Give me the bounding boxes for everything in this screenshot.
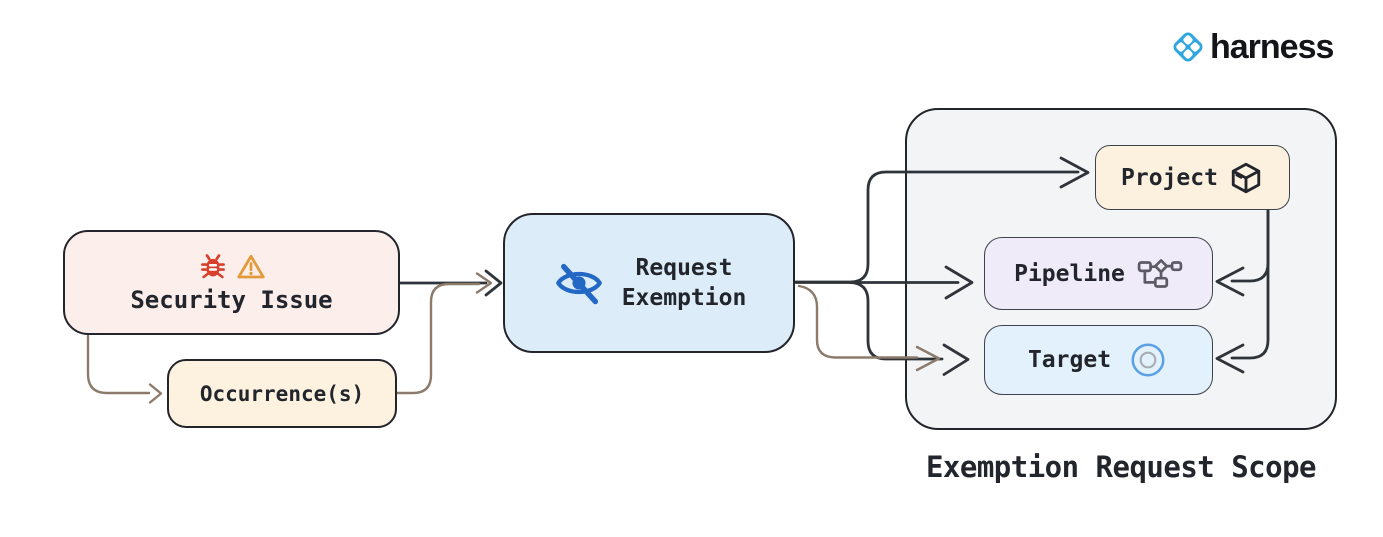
request-exemption-line1: Request <box>635 254 733 281</box>
occurrences-label: Occurrence(s) <box>199 381 365 406</box>
request-exemption-label: Request Exemption <box>622 253 747 314</box>
harness-diamond-icon <box>1173 32 1203 62</box>
eye-off-icon <box>555 263 602 305</box>
target-label: Target <box>1027 347 1112 373</box>
cube-icon <box>1231 162 1261 193</box>
security-issue-icons <box>198 252 266 282</box>
node-target: Target <box>984 325 1213 395</box>
scope-title: Exemption Request Scope <box>925 450 1317 484</box>
node-occurrences: Occurrence(s) <box>167 359 397 428</box>
edge-security-to-occurrences <box>86 334 151 395</box>
security-issue-label: Security Issue <box>130 285 333 314</box>
edge-occurrences-to-target <box>797 284 919 359</box>
node-security-issue: Security Issue <box>63 230 400 335</box>
harness-logo: harness <box>1169 28 1334 66</box>
target-circle-icon <box>1131 343 1165 377</box>
arrowhead-occurrences <box>148 383 163 404</box>
request-exemption-line2: Exemption <box>621 285 747 311</box>
warning-triangle-icon <box>236 254 265 278</box>
arrowhead-request-brown <box>475 272 493 294</box>
edge-occurrences-to-request <box>395 282 481 395</box>
node-project: Project <box>1095 145 1290 210</box>
project-label: Project <box>1121 164 1218 191</box>
node-request-exemption: Request Exemption <box>503 213 795 353</box>
bug-icon <box>200 253 225 278</box>
workflow-icon <box>1137 258 1183 288</box>
harness-brand-text: harness <box>1210 28 1334 66</box>
pipeline-label: Pipeline <box>1014 260 1125 287</box>
node-pipeline: Pipeline <box>984 237 1213 310</box>
arrowhead-request-dark <box>484 269 503 297</box>
